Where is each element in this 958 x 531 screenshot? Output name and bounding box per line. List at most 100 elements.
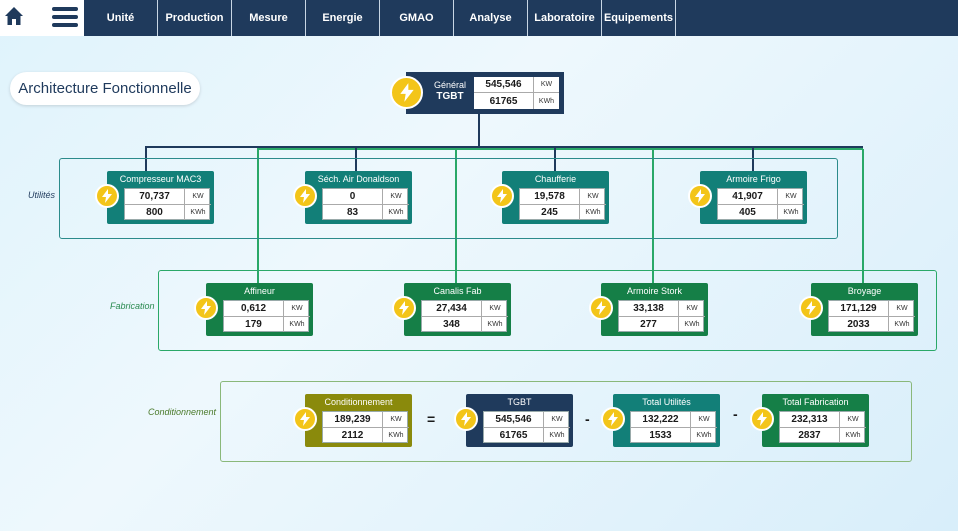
card-conditionnement[interactable]: Conditionnement 189,239 KW 2112 KWh <box>293 394 412 447</box>
connector-util-4 <box>752 147 754 171</box>
kw-unit: KW <box>383 189 409 205</box>
lightning-icon <box>194 296 218 320</box>
kwh-value: 179 <box>224 317 284 332</box>
kw-value: 19,578 <box>520 189 580 205</box>
main-kw-value: 545,546 <box>474 77 534 93</box>
connector-fab-4 <box>862 149 864 283</box>
card-values: 27,434 KW 348 KWh <box>421 300 508 332</box>
main-label: Général TGBT <box>428 80 472 102</box>
top-nav-bar: Unité Production Mesure Energie GMAO Ana… <box>0 0 958 36</box>
menu-item-production[interactable]: Production <box>158 0 232 36</box>
card-title: Chaufferie <box>534 174 577 184</box>
lightning-icon <box>799 296 823 320</box>
kw-value: 189,239 <box>323 412 383 428</box>
kwh-value: 2112 <box>323 428 383 443</box>
kwh-value: 2033 <box>829 317 889 332</box>
card-title: Total Fabrication <box>782 397 849 407</box>
main-kwh-value: 61765 <box>474 93 534 109</box>
main-menu: Unité Production Mesure Energie GMAO Ana… <box>84 0 676 36</box>
kwh-value: 277 <box>619 317 679 332</box>
card-broyage[interactable]: Broyage 171,129 KW 2033 KWh <box>799 283 918 336</box>
connector-fab-2 <box>455 149 457 283</box>
kw-unit: KW <box>284 301 310 317</box>
kw-unit: KW <box>691 412 717 428</box>
card-title: Total Utilités <box>642 397 691 407</box>
kwh-unit: KWh <box>289 321 305 328</box>
lightning-icon <box>589 296 613 320</box>
kwh-value: 1533 <box>631 428 691 443</box>
equals-operator: = <box>427 411 436 427</box>
kw-unit: KW <box>185 189 211 205</box>
kw-unit: KW <box>580 189 606 205</box>
card-values: 189,239 KW 2112 KWh <box>322 411 409 443</box>
kwh-unit: KWh <box>190 209 206 216</box>
card-affineur[interactable]: Affineur 0,612 KW 179 KWh <box>194 283 313 336</box>
kw-unit: KW <box>383 412 409 428</box>
kw-value: 132,222 <box>631 412 691 428</box>
card-canalis-fab[interactable]: Canalis Fab 27,434 KW 348 KWh <box>392 283 511 336</box>
kwh-unit: KWh <box>684 321 700 328</box>
connector-bus-green <box>257 148 863 150</box>
card-armoire-stork[interactable]: Armoire Stork 33,138 KW 277 KWh <box>589 283 708 336</box>
kw-value: 41,907 <box>718 189 778 205</box>
lightning-icon <box>95 184 119 208</box>
card-title: Affineur <box>244 286 275 296</box>
lightning-icon <box>454 407 478 431</box>
main-kw-unit: KW <box>534 77 559 93</box>
page-title: Architecture Fonctionnelle <box>10 72 200 105</box>
card-sech-air-donaldson[interactable]: Séch. Air Donaldson 0 KW 83 KWh <box>293 171 412 224</box>
lightning-icon <box>490 184 514 208</box>
hamburger-menu-icon[interactable] <box>52 7 78 29</box>
card-title: Compresseur MAC3 <box>119 174 202 184</box>
card-title: Broyage <box>847 286 882 296</box>
menu-item-laboratoire[interactable]: Laboratoire <box>528 0 602 36</box>
group-utilites <box>59 158 838 239</box>
lightning-icon <box>750 407 774 431</box>
card-title: Armoire Frigo <box>726 174 781 184</box>
kwh-unit: KWh <box>845 432 861 439</box>
card-title: Armoire Stork <box>626 286 682 296</box>
connector-util-3 <box>554 147 556 171</box>
main-kwh-unit: KWh <box>538 97 555 105</box>
menu-item-equipements[interactable]: Equipements <box>602 0 676 36</box>
card-tgbt[interactable]: TGBT 545,546 KW 61765 KWh <box>454 394 573 447</box>
group-fabrication <box>158 270 937 351</box>
connector-fab-3 <box>652 149 654 283</box>
menu-item-gmao[interactable]: GMAO <box>380 0 454 36</box>
main-label-general: Général <box>433 80 467 90</box>
menu-item-mesure[interactable]: Mesure <box>232 0 306 36</box>
card-chaufferie[interactable]: Chaufferie 19,578 KW 245 KWh <box>490 171 609 224</box>
card-total-utilites[interactable]: Total Utilités 132,222 KW 1533 KWh <box>601 394 720 447</box>
minus-operator: - <box>733 406 738 422</box>
card-total-fabrication[interactable]: Total Fabrication 232,313 KW 2837 KWh <box>750 394 869 447</box>
card-armoire-frigo[interactable]: Armoire Frigo 41,907 KW 405 KWh <box>688 171 807 224</box>
kw-unit: KW <box>482 301 508 317</box>
card-values: 41,907 KW 405 KWh <box>717 188 804 220</box>
home-area <box>0 0 84 36</box>
kw-value: 70,737 <box>125 189 185 205</box>
minus-operator: - <box>585 411 590 427</box>
card-compresseur-mac3[interactable]: Compresseur MAC3 70,737 KW 800 KWh <box>95 171 214 224</box>
kw-unit: KW <box>889 301 915 317</box>
group-label-conditionnement: Conditionnement <box>148 407 217 417</box>
kwh-value: 83 <box>323 205 383 220</box>
menu-item-energie[interactable]: Energie <box>306 0 380 36</box>
card-values: 33,138 KW 277 KWh <box>618 300 705 332</box>
kw-unit: KW <box>840 412 866 428</box>
card-values: 19,578 KW 245 KWh <box>519 188 606 220</box>
menu-item-analyse[interactable]: Analyse <box>454 0 528 36</box>
card-values: 70,737 KW 800 KWh <box>124 188 211 220</box>
card-title: TGBT <box>507 397 532 407</box>
connector-util-2 <box>355 147 357 171</box>
kwh-value: 245 <box>520 205 580 220</box>
kw-value: 171,129 <box>829 301 889 317</box>
home-icon[interactable] <box>4 6 24 26</box>
kw-value: 232,313 <box>780 412 840 428</box>
card-title: Canalis Fab <box>433 286 482 296</box>
kwh-value: 348 <box>422 317 482 332</box>
menu-item-unite[interactable]: Unité <box>84 0 158 36</box>
card-values: 0 KW 83 KWh <box>322 188 409 220</box>
card-title: Séch. Air Donaldson <box>317 174 400 184</box>
main-label-tgbt: TGBT <box>436 91 464 102</box>
card-general-tgbt[interactable]: Général TGBT 545,546 KW 61765 KWh <box>390 72 564 114</box>
